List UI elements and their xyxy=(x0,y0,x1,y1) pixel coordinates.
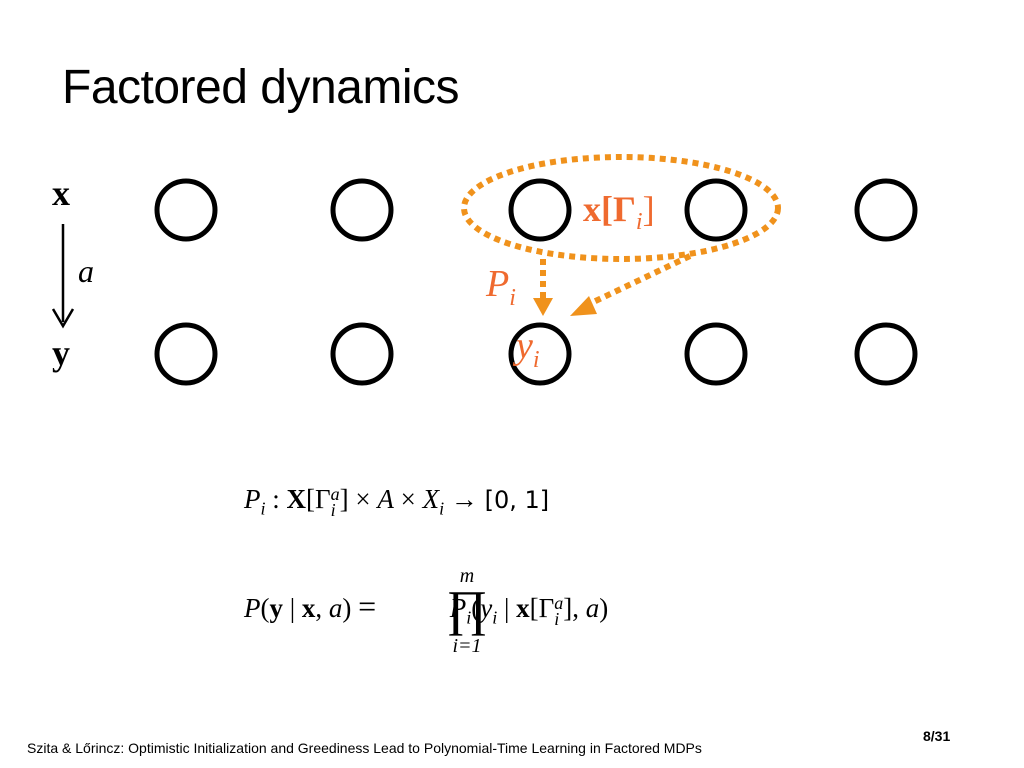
x-node-3 xyxy=(508,178,572,242)
formula1-X: X xyxy=(286,484,307,514)
y-node-5 xyxy=(854,322,918,386)
product-operator: m ∏ i=1 xyxy=(437,565,497,660)
formula2-lhs-close: ) xyxy=(342,593,352,623)
formula1-gamma-sup: a xyxy=(330,483,340,504)
formula2-rhs-close-bracket: ] xyxy=(563,593,573,623)
formula2-lhs-comma: , xyxy=(315,593,329,623)
formula2-rhs-gamma-sup: a xyxy=(554,592,564,613)
formula1-times-2: × xyxy=(400,484,416,514)
page-number: 8/31 xyxy=(923,728,951,744)
formula1-Xi: X xyxy=(422,484,440,514)
formula2-rhs-y: y xyxy=(480,593,493,623)
formula2-rhs-x: x xyxy=(516,593,530,623)
formula2-lhs-P: P xyxy=(244,593,261,623)
formula1-arrow: → xyxy=(450,484,478,514)
formula2-rhs-comma: , xyxy=(572,593,586,623)
y-node-3 xyxy=(508,322,572,386)
action-arrow-head xyxy=(51,308,75,329)
formula2-rhs-gamma-sub: i xyxy=(554,608,560,629)
formula1-P-sub: i xyxy=(260,498,266,519)
formula2-rhs-gamma: [Γ xyxy=(529,593,555,623)
footer-citation: Szita & Lőrincz: Optimistic Initializati… xyxy=(27,740,702,756)
formula2-lhs-bar: | xyxy=(283,593,302,623)
formula1-gamma: [Γ xyxy=(306,484,331,514)
formula2-rhs-P-sub: i xyxy=(466,607,472,628)
factored-dynamics-diagram: x y a x[Γi] Pi yi xyxy=(51,154,918,386)
parent-set-label: x[Γi] xyxy=(583,189,655,235)
parent-set-ellipse xyxy=(461,154,781,262)
dependency-arrow-diagonal xyxy=(583,253,692,309)
formula2-rhs-P: P xyxy=(449,593,467,623)
formula1-interval: [0, 1] xyxy=(484,486,550,514)
y-node-1 xyxy=(154,322,218,386)
formula1-colon: : xyxy=(272,484,280,514)
state-y-label: y xyxy=(52,333,70,373)
x-node-4 xyxy=(684,178,748,242)
formula2-lhs-open: ( xyxy=(260,593,270,623)
formula1-gamma-sub: i xyxy=(330,499,336,520)
slide-title: Factored dynamics xyxy=(62,61,460,114)
formula1-A: A xyxy=(377,484,394,514)
formula2-rhs-a: a xyxy=(585,593,600,623)
product-lower-limit: i=1 xyxy=(452,635,482,657)
formula2-lhs-a: a xyxy=(328,593,343,623)
formula2-rhs-close: ) xyxy=(599,593,609,623)
transition-label: Pi xyxy=(485,263,516,311)
product-symbol: ∏ xyxy=(446,580,488,636)
x-node-2 xyxy=(330,178,394,242)
formula2-rhs-bar: | xyxy=(497,593,517,623)
dependency-arrow-vertical-head xyxy=(533,298,553,316)
dependency-arrow-diagonal-head xyxy=(570,296,597,316)
product-upper-limit: m xyxy=(459,565,475,587)
x-node-1 xyxy=(154,178,218,242)
formula2-lhs-y: y xyxy=(269,593,284,623)
state-x-label: x xyxy=(52,173,70,213)
formula2-equals: = xyxy=(358,588,377,624)
formula2-rhs-y-sub: i xyxy=(492,607,498,628)
action-label: a xyxy=(78,253,94,289)
target-node-label: yi xyxy=(512,325,540,373)
x-node-5 xyxy=(854,178,918,242)
formula1-Xi-sub: i xyxy=(439,498,445,519)
y-node-4 xyxy=(684,322,748,386)
formula1-P: P xyxy=(244,484,261,514)
y-node-2 xyxy=(330,322,394,386)
formula1-close: ] xyxy=(339,484,349,514)
formula2-rhs-open: ( xyxy=(471,593,481,623)
formula2-lhs-x: x xyxy=(301,593,316,623)
formula1-times-1: × xyxy=(355,484,371,514)
